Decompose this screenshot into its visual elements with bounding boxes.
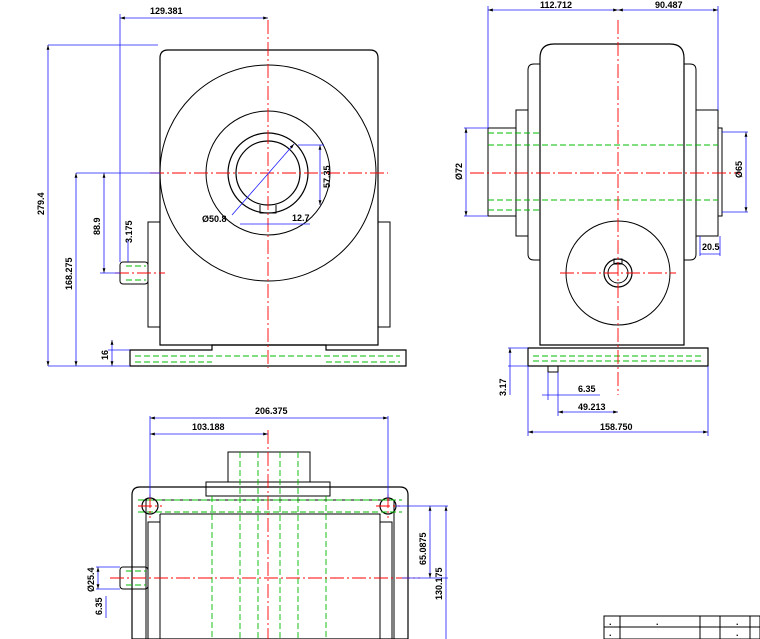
side-view: 112.712 90.487 Ø72 Ø65 20.5 3.17 6.35 49…: [454, 0, 748, 436]
title-mark-4: .: [609, 628, 612, 638]
title-mark-1: .: [609, 617, 612, 627]
dim-right-extent: 90.487: [655, 0, 683, 10]
dim-shaft-center-height: 168.275: [64, 257, 74, 290]
dim-base-length: 158.750: [600, 422, 633, 432]
dim-half-depth: 65.0875: [418, 532, 428, 565]
title-mark-3: .: [736, 617, 739, 627]
top-view: 206.375 103.188 Ø25.4 6.35 65.0875 130.1…: [86, 406, 448, 639]
dim-top-width: 129.381: [150, 6, 183, 16]
title-block: . . . . .: [603, 615, 760, 639]
dim-slot-offset: 49.213: [578, 402, 606, 412]
dim-shaft-offset: 88.9: [92, 217, 102, 235]
dim-hole-spacing: 206.375: [255, 406, 288, 416]
dim-overall-height: 279.4: [36, 192, 46, 215]
dim-left-extent: 112.712: [540, 0, 572, 10]
dim-base-thickness: 16: [100, 350, 110, 360]
dim-shaft-dia: Ø25.4: [86, 567, 96, 592]
dim-key-width: 3.175: [124, 220, 134, 243]
dim-keyway-depth: 57.35: [322, 165, 332, 188]
front-view: 129.381 279.4 168.275 88.9 3.175 16 Ø50.…: [36, 6, 407, 368]
title-mark-5: .: [736, 628, 739, 638]
dim-base-step: 3.17: [498, 378, 508, 396]
dim-keyway-width: 12.7: [292, 213, 310, 223]
dim-half-spacing: 103.188: [192, 422, 225, 432]
dim-input-shaft-dia: Ø72: [454, 163, 464, 180]
title-mark-2: .: [656, 617, 659, 627]
dim-shaft-length: 20.5: [702, 242, 720, 252]
dim-slot-width: 6.35: [578, 384, 596, 394]
dim-depth: 130.175: [434, 567, 444, 600]
dim-output-shaft-dia: Ø65: [734, 161, 744, 178]
dim-bore-diameter: Ø50.8: [202, 214, 227, 224]
dim-key: 6.35: [94, 597, 104, 615]
